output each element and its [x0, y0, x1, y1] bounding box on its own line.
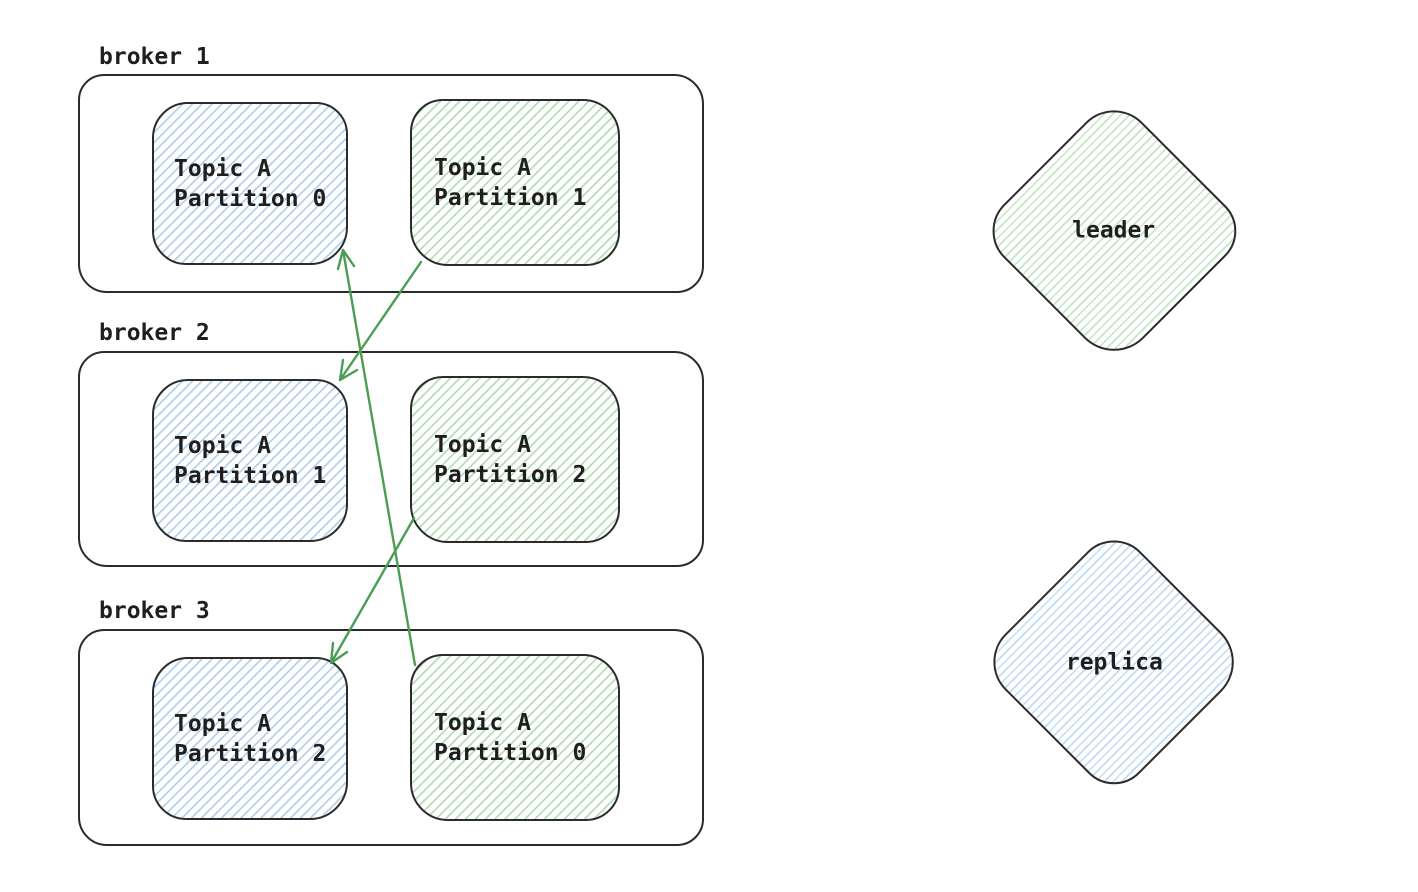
partition-topic-text: Topic A: [174, 432, 271, 459]
legend-leader-label: leader: [1072, 218, 1156, 244]
partition-number-text: Partition 1: [434, 184, 587, 211]
partition-number-text: Partition 2: [434, 461, 587, 488]
broker-1-box: Topic A Partition 0 Topic A Partition 1: [78, 74, 704, 293]
partition-number-text: Partition 1: [174, 462, 327, 489]
broker-2-box: Topic A Partition 1 Topic A Partition 2: [78, 351, 704, 567]
partition-topic-text: Topic A: [434, 709, 531, 736]
broker-3-box: Topic A Partition 2 Topic A Partition 0: [78, 629, 704, 846]
broker-2-partition-2-leader: Topic A Partition 2: [410, 376, 620, 543]
partition-number-text: Partition 2: [174, 740, 327, 767]
broker-3-label: broker 3: [99, 598, 210, 624]
broker-2-partition-1-replica: Topic A Partition 1: [152, 379, 348, 542]
broker-3-partition-0-leader: Topic A Partition 0: [410, 654, 620, 821]
partition-topic-text: Topic A: [434, 154, 531, 181]
legend-replica-label: replica: [1065, 649, 1163, 675]
broker-1-partition-0-replica: Topic A Partition 0: [152, 102, 348, 265]
partition-topic-text: Topic A: [174, 710, 271, 737]
broker-1-label: broker 1: [99, 44, 210, 70]
partition-number-text: Partition 0: [174, 185, 327, 212]
partition-topic-text: Topic A: [174, 155, 271, 182]
broker-3-partition-2-replica: Topic A Partition 2: [152, 657, 348, 820]
legend-replica-diamond: replica: [976, 524, 1252, 800]
broker-1-partition-1-leader: Topic A Partition 1: [410, 99, 620, 266]
partition-number-text: Partition 0: [434, 739, 587, 766]
partition-topic-text: Topic A: [434, 431, 531, 458]
legend-leader-diamond: leader: [976, 93, 1252, 369]
broker-2-label: broker 2: [99, 320, 210, 346]
